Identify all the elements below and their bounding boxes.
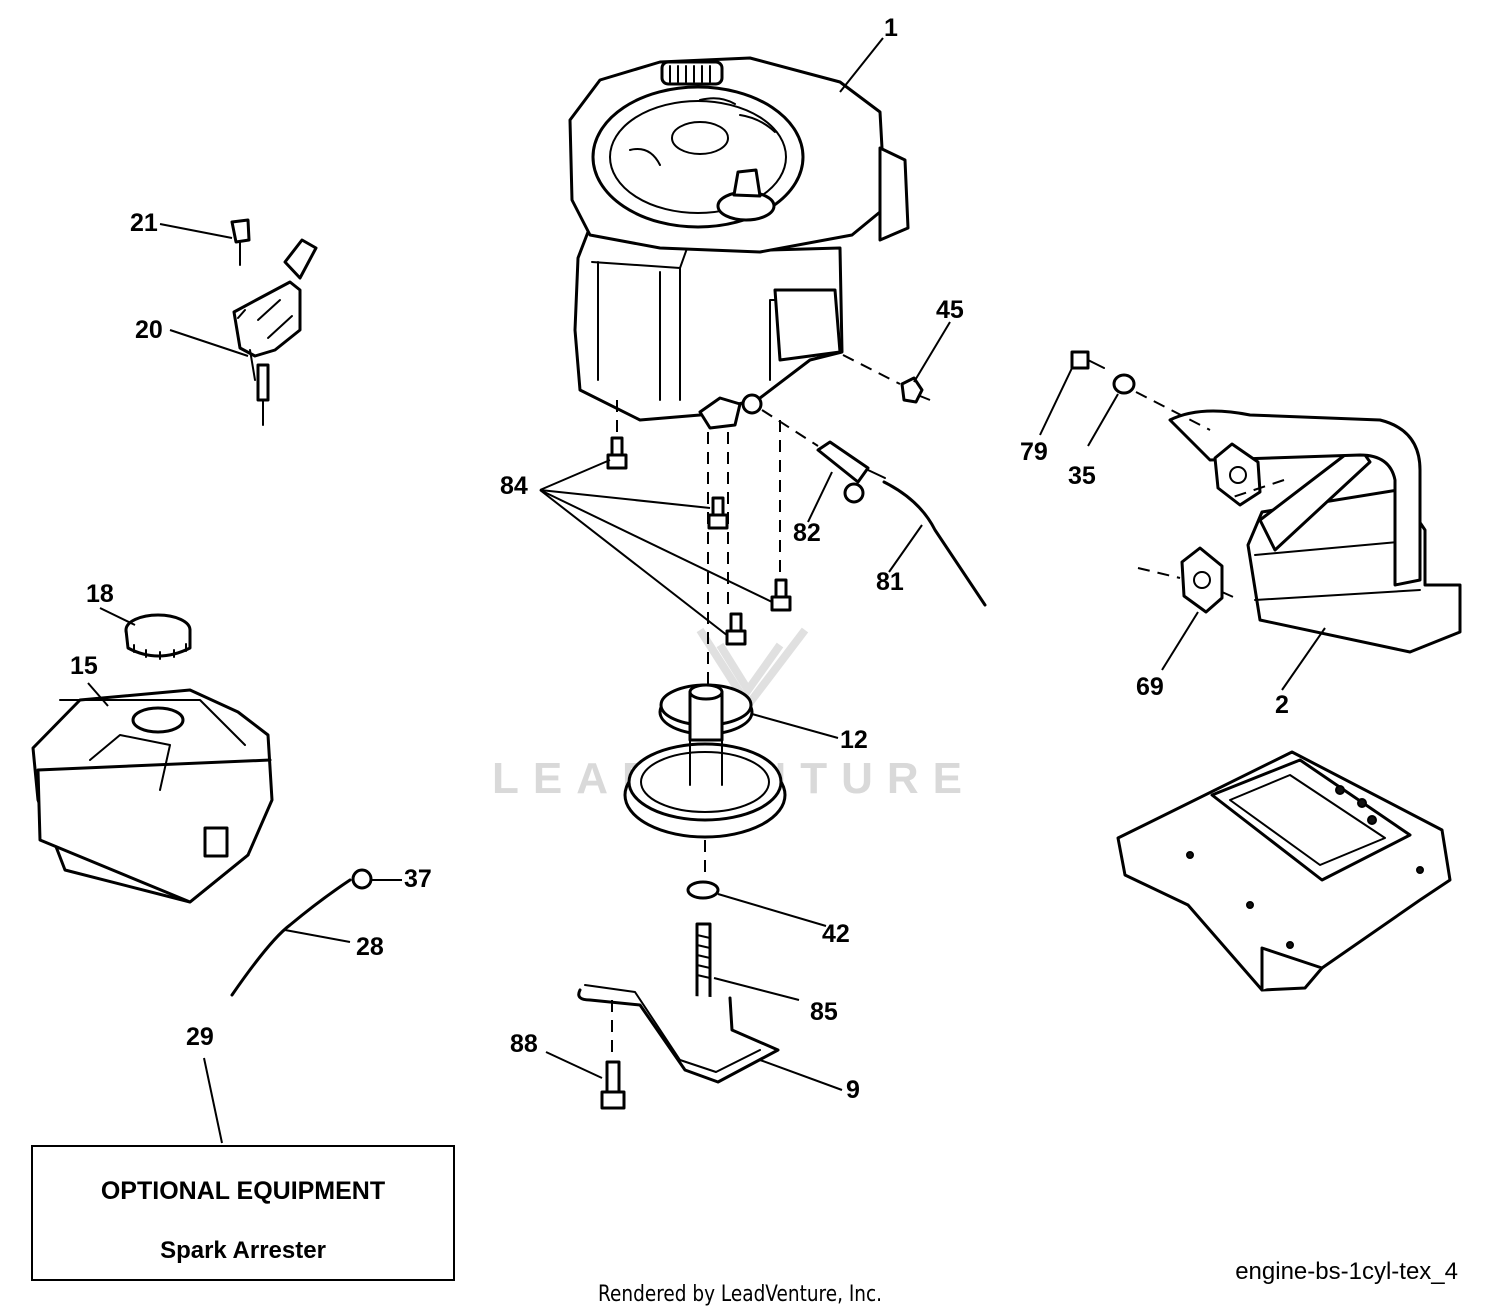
diagram-code: engine-bs-1cyl-tex_4 [1235, 1258, 1458, 1285]
gasket-part-exhaust[interactable] [1213, 442, 1262, 507]
optional-equipment-title: OPTIONAL EQUIPMENT [100, 1177, 386, 1205]
footer-credit: Rendered by LeadVenture, Inc. [598, 1282, 883, 1307]
callout-29: 29 [186, 1023, 214, 1051]
callout-15: 15 [70, 652, 98, 680]
bracket-part-9[interactable] [577, 984, 780, 1084]
callout-28: 28 [356, 933, 384, 961]
muffler-part-2[interactable] [1168, 409, 1462, 654]
callout-84: 84 [500, 472, 528, 500]
callout-85: 85 [810, 998, 838, 1026]
pulley-part-12[interactable] [623, 683, 787, 839]
fuel-tank-part-15[interactable] [31, 688, 274, 904]
fuel-cap-part-18[interactable] [124, 613, 192, 660]
callout-9: 9 [846, 1076, 860, 1104]
screw-part-21[interactable] [230, 218, 251, 266]
hose-part-81[interactable] [882, 480, 987, 607]
callout-1: 1 [884, 14, 898, 42]
callout-79: 79 [1020, 438, 1048, 466]
callout-37: 37 [404, 865, 432, 893]
engine-part-1[interactable] [568, 56, 910, 430]
spark-arrester-label: Spark Arrester [160, 1237, 326, 1264]
callout-81: 81 [876, 568, 904, 596]
bolt-part-84-b[interactable] [707, 496, 729, 530]
callout-2: 2 [1275, 691, 1289, 719]
bolt-part-84-c[interactable] [770, 578, 792, 612]
callout-labels: 1 2 9 12 15 18 20 21 28 29 35 37 42 45 6… [70, 14, 1289, 1104]
callout-69: 69 [1136, 673, 1164, 701]
callout-42: 42 [822, 920, 850, 948]
callout-45: 45 [936, 296, 964, 324]
bolt-part-84-a[interactable] [606, 436, 628, 470]
callout-82: 82 [793, 519, 821, 547]
callout-35: 35 [1068, 462, 1096, 490]
nut-part-45[interactable] [900, 376, 924, 404]
washer-part-35[interactable] [1112, 373, 1136, 395]
bolt-part-84-d[interactable] [725, 612, 747, 646]
assembly-lines [611, 354, 1285, 1060]
clamp-part-37[interactable] [351, 868, 373, 890]
screw-part-79[interactable] [1070, 350, 1105, 370]
fuel-line-part-28[interactable] [230, 878, 352, 997]
callout-21: 21 [130, 209, 158, 237]
callout-88: 88 [510, 1030, 538, 1058]
optional-equipment-box: OPTIONAL EQUIPMENT Spark Arrester [31, 1145, 455, 1281]
engine-mount-plate[interactable] [1116, 750, 1452, 992]
washer-part-42[interactable] [686, 880, 720, 900]
callout-18: 18 [86, 580, 114, 608]
leader-lines [87, 37, 1326, 1144]
gasket-part-69[interactable] [1180, 546, 1224, 614]
callout-12: 12 [840, 726, 868, 754]
callout-20: 20 [135, 316, 163, 344]
fuel-fitting-part-82[interactable] [816, 440, 886, 504]
bolt-part-88[interactable] [600, 1060, 626, 1110]
throttle-control-part-20[interactable] [232, 238, 318, 426]
